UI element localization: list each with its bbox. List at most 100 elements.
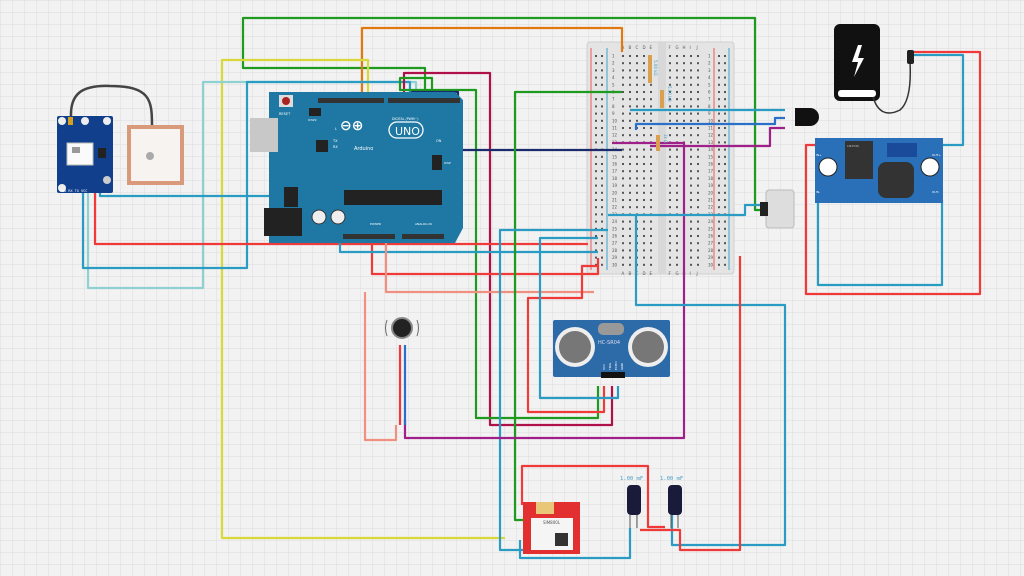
breadboard-hole[interactable] bbox=[622, 91, 624, 93]
breadboard-hole[interactable] bbox=[629, 155, 631, 158]
breadboard-hole[interactable] bbox=[718, 76, 720, 79]
breadboard-hole[interactable] bbox=[636, 163, 638, 165]
breadboard-hole[interactable] bbox=[676, 263, 678, 266]
breadboard-hole[interactable] bbox=[697, 127, 699, 129]
breadboard-hole[interactable] bbox=[697, 76, 699, 79]
breadboard-hole[interactable] bbox=[697, 199, 699, 201]
gps-module[interactable]: GND RX TX VCC bbox=[57, 84, 184, 193]
breadboard-hole[interactable] bbox=[690, 83, 692, 86]
ultrasonic-pins[interactable] bbox=[601, 372, 625, 378]
breadboard-hole[interactable] bbox=[697, 134, 699, 137]
breadboard-hole[interactable] bbox=[595, 191, 597, 194]
breadboard-hole[interactable] bbox=[622, 184, 624, 187]
breadboard-hole[interactable] bbox=[676, 83, 678, 86]
breadboard-hole[interactable] bbox=[683, 105, 685, 108]
breadboard-hole[interactable] bbox=[718, 227, 720, 230]
breadboard-hole[interactable] bbox=[643, 235, 645, 237]
breadboard-hole[interactable] bbox=[718, 263, 720, 266]
breadboard-hole[interactable] bbox=[595, 155, 597, 158]
breadboard-hole[interactable] bbox=[724, 256, 726, 259]
breadboard-hole[interactable] bbox=[690, 163, 692, 165]
breadboard-hole[interactable] bbox=[629, 62, 631, 65]
breadboard-hole[interactable] bbox=[724, 170, 726, 173]
breadboard-hole[interactable] bbox=[601, 119, 603, 122]
breadboard-hole[interactable] bbox=[676, 242, 678, 245]
breadboard-hole[interactable] bbox=[683, 55, 685, 57]
breadboard-hole[interactable] bbox=[643, 256, 645, 259]
breadboard-hole[interactable] bbox=[718, 91, 720, 93]
breadboard-hole[interactable] bbox=[683, 91, 685, 93]
breadboard-hole[interactable] bbox=[669, 170, 671, 173]
breadboard-hole[interactable] bbox=[595, 69, 597, 72]
breadboard-hole[interactable] bbox=[669, 235, 671, 237]
breadboard-hole[interactable] bbox=[669, 191, 671, 194]
breadboard-hole[interactable] bbox=[669, 249, 671, 252]
breadboard-hole[interactable] bbox=[718, 155, 720, 158]
breadboard-hole[interactable] bbox=[669, 206, 671, 209]
breadboard-hole[interactable] bbox=[643, 76, 645, 79]
breadboard-hole[interactable] bbox=[601, 249, 603, 252]
breadboard-hole[interactable] bbox=[601, 199, 603, 201]
breadboard-hole[interactable] bbox=[636, 83, 638, 86]
breadboard-hole[interactable] bbox=[724, 249, 726, 252]
breadboard-hole[interactable] bbox=[718, 170, 720, 173]
breadboard-hole[interactable] bbox=[669, 134, 671, 137]
breadboard-hole[interactable] bbox=[629, 191, 631, 194]
breadboard-hole[interactable] bbox=[676, 105, 678, 108]
breadboard-hole[interactable] bbox=[724, 206, 726, 209]
breadboard-hole[interactable] bbox=[650, 199, 652, 201]
breadboard-hole[interactable] bbox=[676, 62, 678, 65]
resistors[interactable]: 5.00 kΩ 5.00 kΩ 1k Ω bbox=[648, 55, 672, 151]
wire-purple-transistor[interactable] bbox=[650, 126, 785, 148]
breadboard-hole[interactable] bbox=[724, 263, 726, 266]
breadboard-hole[interactable] bbox=[718, 141, 720, 144]
breadboard-hole[interactable] bbox=[724, 155, 726, 158]
breadboard-hole[interactable] bbox=[650, 256, 652, 259]
breadboard-hole[interactable] bbox=[676, 256, 678, 259]
breadboard-hole[interactable] bbox=[650, 112, 652, 115]
breadboard-hole[interactable] bbox=[669, 227, 671, 230]
breadboard-hole[interactable] bbox=[676, 155, 678, 158]
breadboard-hole[interactable] bbox=[724, 127, 726, 129]
breadboard-hole[interactable] bbox=[683, 83, 685, 86]
breadboard-hole[interactable] bbox=[669, 163, 671, 165]
breadboard-hole[interactable] bbox=[718, 199, 720, 201]
breadboard-hole[interactable] bbox=[629, 242, 631, 245]
resistor-3[interactable] bbox=[656, 135, 660, 151]
breadboard-hole[interactable] bbox=[697, 83, 699, 86]
breadboard-hole[interactable] bbox=[643, 263, 645, 266]
breadboard-hole[interactable] bbox=[697, 206, 699, 209]
breadboard-hole[interactable] bbox=[629, 235, 631, 237]
breadboard-hole[interactable] bbox=[697, 184, 699, 187]
breadboard-hole[interactable] bbox=[683, 119, 685, 122]
breadboard-hole[interactable] bbox=[622, 76, 624, 79]
wire-yellow[interactable] bbox=[220, 58, 505, 540]
breadboard-hole[interactable] bbox=[622, 83, 624, 86]
breadboard-hole[interactable] bbox=[676, 127, 678, 129]
breadboard-hole[interactable] bbox=[601, 83, 603, 86]
breadboard-hole[interactable] bbox=[690, 227, 692, 230]
breadboard-hole[interactable] bbox=[690, 256, 692, 259]
breadboard-hole[interactable] bbox=[636, 177, 638, 180]
breadboard-hole[interactable] bbox=[643, 155, 645, 158]
breadboard-hole[interactable] bbox=[718, 206, 720, 209]
wire-teal-gsm[interactable] bbox=[498, 228, 608, 552]
breadboard-hole[interactable] bbox=[676, 235, 678, 237]
breadboard-hole[interactable] bbox=[636, 112, 638, 115]
breadboard-hole[interactable] bbox=[643, 206, 645, 209]
breadboard-hole[interactable] bbox=[643, 112, 645, 115]
breadboard-hole[interactable] bbox=[601, 105, 603, 108]
breadboard-hole[interactable] bbox=[622, 199, 624, 201]
breadboard-hole[interactable] bbox=[724, 76, 726, 79]
breadboard-hole[interactable] bbox=[718, 256, 720, 259]
breadboard-hole[interactable] bbox=[629, 220, 631, 223]
breadboard-hole[interactable] bbox=[724, 69, 726, 72]
wire-teal-us[interactable] bbox=[538, 236, 620, 400]
breadboard-hole[interactable] bbox=[683, 98, 685, 101]
breadboard-hole[interactable] bbox=[690, 263, 692, 266]
breadboard-hole[interactable] bbox=[636, 134, 638, 137]
breadboard-hole[interactable] bbox=[676, 199, 678, 201]
breadboard-hole[interactable] bbox=[650, 119, 652, 122]
wire-salmon[interactable] bbox=[384, 240, 594, 294]
